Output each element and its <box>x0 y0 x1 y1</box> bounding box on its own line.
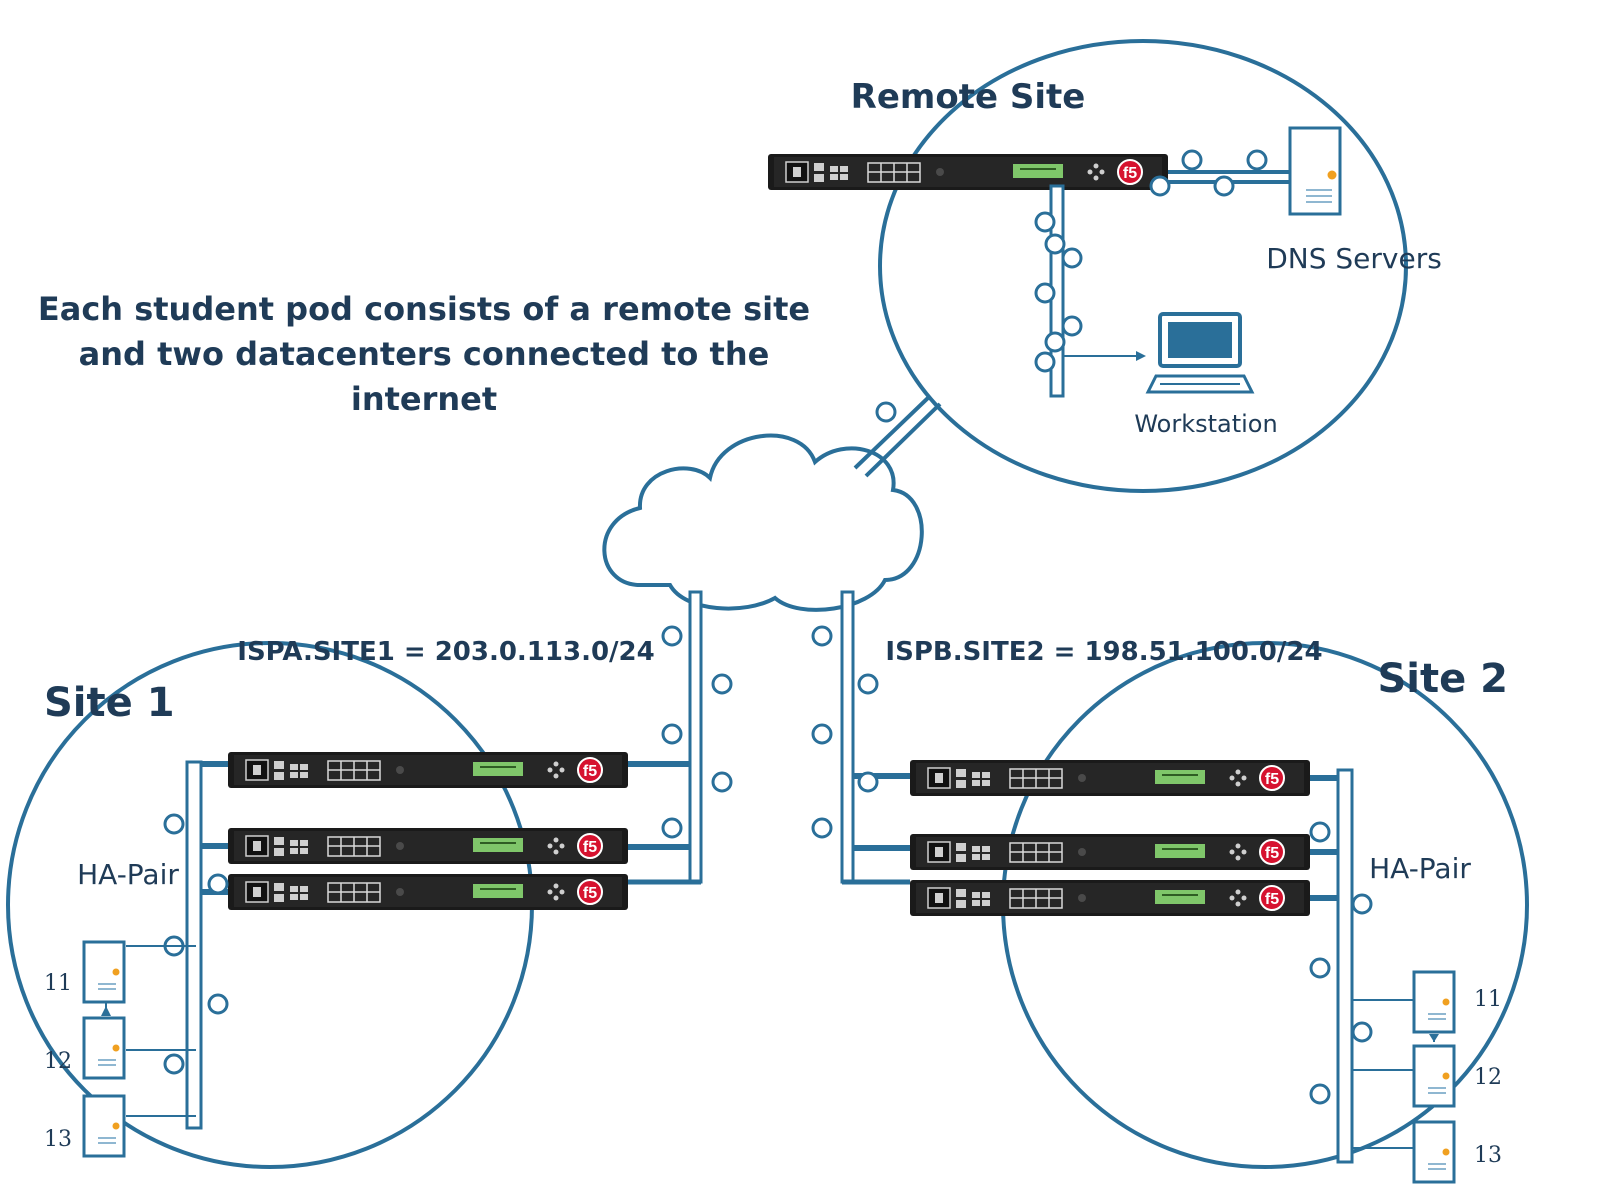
site1-server-icon <box>82 940 126 1004</box>
site2-internal-bus <box>1309 768 1439 1164</box>
site1-f5-appliance-icon <box>227 873 629 911</box>
site2-server-icon <box>1412 1044 1456 1108</box>
dns-servers-label: DNS Servers <box>1266 242 1442 275</box>
site2-f5-appliance-icon <box>909 759 1311 797</box>
link-ring-icon <box>875 401 897 423</box>
site2-uplink <box>811 590 910 885</box>
site1-ha-pair-label: HA-Pair <box>77 858 179 891</box>
site1-uplink <box>626 590 733 885</box>
pod-description-line-3: internet <box>351 380 497 418</box>
site2-f5-appliance-icon <box>909 879 1311 917</box>
remote-f5-appliance-icon <box>767 153 1169 191</box>
site1-f5-appliance-icon <box>227 827 629 865</box>
remote-site-label: Remote Site <box>851 77 1086 117</box>
site1-internal-bus <box>101 760 229 1130</box>
site1-f5-appliance-icon <box>227 751 629 789</box>
site2-server-label-13: 13 <box>1474 1143 1502 1168</box>
site2-network-label: ISPB.SITE2 = 198.51.100.0/24 <box>885 637 1322 667</box>
site2-server-label-11: 11 <box>1474 987 1502 1012</box>
pod-description-line-1: Each student pod consists of a remote si… <box>38 290 810 328</box>
cloud-icon <box>602 433 924 612</box>
dns-link <box>1149 149 1290 197</box>
site2-f5-appliance-icon <box>909 833 1311 871</box>
site2-server-icon <box>1412 1120 1456 1184</box>
remote-site-boundary <box>878 39 1408 493</box>
site1-server-icon <box>82 1094 126 1158</box>
site2-server-label-12: 12 <box>1474 1065 1502 1090</box>
workstation-icon <box>1145 312 1255 394</box>
site1-server-label-12: 12 <box>44 1049 72 1074</box>
internet-remote-link <box>853 394 942 478</box>
site2-server-icon <box>1412 970 1456 1034</box>
remote-site-bus <box>1034 184 1146 398</box>
site1-label: Site 1 <box>44 680 175 726</box>
site1-server-label-13: 13 <box>44 1127 72 1152</box>
site1-server-icon <box>82 1016 126 1080</box>
site1-server-label-11: 11 <box>44 971 72 996</box>
dns-server-icon <box>1288 126 1342 216</box>
pod-description-line-2: and two datacenters connected to the <box>79 335 770 373</box>
workstation-label: Workstation <box>1134 410 1277 438</box>
site2-label: Site 2 <box>1377 656 1508 702</box>
site2-ha-pair-label: HA-Pair <box>1369 852 1471 885</box>
site1-network-label: ISPA.SITE1 = 203.0.113.0/24 <box>237 637 654 667</box>
